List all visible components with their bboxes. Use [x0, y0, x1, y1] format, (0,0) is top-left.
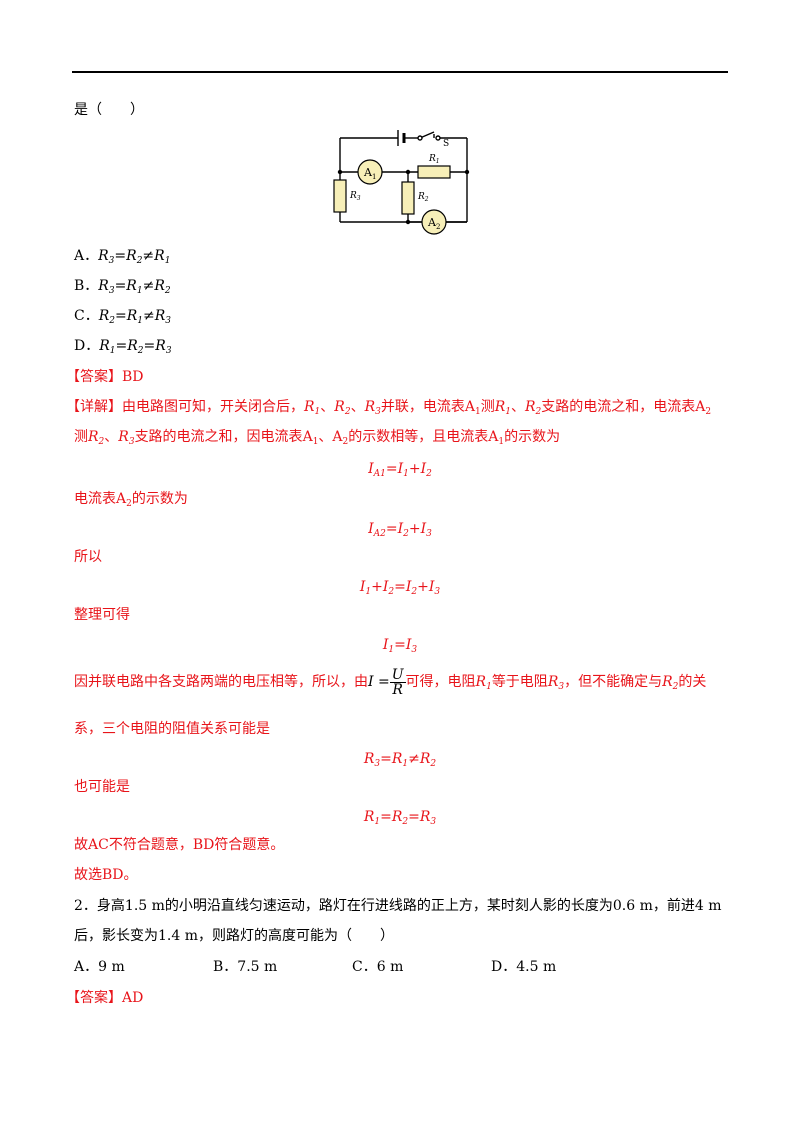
- q2-line-1: 2．身高1.5 m的小明沿直线匀速运动，路灯在行进线路的正上方，某时刻人影的长度…: [74, 898, 722, 914]
- q2-option-c: C．6 m: [352, 959, 404, 975]
- equation-3: I1+I2=I2+I3: [359, 579, 441, 597]
- svg-text:R3: R3: [349, 191, 361, 202]
- svg-text:A1: A1: [363, 166, 376, 181]
- q2-option-b: B．7.5 m: [213, 959, 278, 975]
- battery-icon: [397, 130, 412, 146]
- option-c: C．R2=R1≠R3: [74, 308, 172, 326]
- question-tail: 是（ ）: [74, 102, 144, 118]
- resistor-r3: [333, 179, 347, 213]
- q2-line-2: 后，影长变为1.4 m，则路灯的高度可能为（ ）: [74, 928, 394, 944]
- resistor-r2: [401, 181, 415, 215]
- header-rule: [72, 71, 728, 73]
- ammeter-a1-icon: [357, 159, 383, 185]
- detail-line-7: 系，三个电阻的阻值关系可能是: [74, 721, 270, 737]
- option-d: D．R1=R2=R3: [74, 338, 172, 356]
- equation-5: R3=R1≠R2: [363, 751, 437, 769]
- option-a: A．R3=R2≠R1: [74, 248, 171, 266]
- detail-line-4: 所以: [74, 549, 102, 565]
- equation-1: IA1=I1+I2: [368, 461, 432, 479]
- detail-line-2: 测R2、R3支路的电流之和，因电流表A1、A2的示数相等，且电流表A1的示数为: [74, 429, 561, 447]
- detail-line-1: 【详解】由电路图可知，开关闭合后，R1、R2、R3并联，电流表A1测R1、R2支…: [66, 399, 712, 417]
- svg-text:A2: A2: [427, 216, 440, 231]
- detail-line-9: 故AC不符合题意，BD符合题意。: [74, 837, 285, 853]
- svg-text:R1: R1: [428, 154, 440, 165]
- option-b: B．R3=R1≠R2: [74, 278, 171, 296]
- circuit-diagram: S R1 R2 R3 A1 A2: [333, 130, 470, 235]
- equation-4: I1=I3: [382, 637, 418, 655]
- resistor-r1: [417, 165, 451, 179]
- detail-line-3: 电流表A2的示数为: [74, 491, 188, 509]
- detail-line-8: 也可能是: [74, 779, 130, 795]
- answer-1: 【答案】BD: [66, 369, 144, 385]
- q2-options: A．9 m B．7.5 m C．6 m D．4.5 m: [74, 958, 556, 976]
- equation-2: IA2=I2+I3: [368, 521, 432, 539]
- detail-line-5: 整理可得: [74, 607, 130, 623]
- switch-label: S: [443, 139, 449, 149]
- q2-option-d: D．4.5 m: [491, 959, 557, 975]
- svg-text:R2: R2: [417, 192, 429, 203]
- q2-option-a: A．9 m: [74, 959, 125, 975]
- switch-icon: [417, 131, 441, 141]
- answer-2: 【答案】AD: [66, 990, 144, 1006]
- ohm-law-fraction: I =: [368, 674, 390, 690]
- detail-line-10: 故选BD。: [74, 867, 138, 883]
- equation-6: R1=R2=R3: [363, 809, 437, 827]
